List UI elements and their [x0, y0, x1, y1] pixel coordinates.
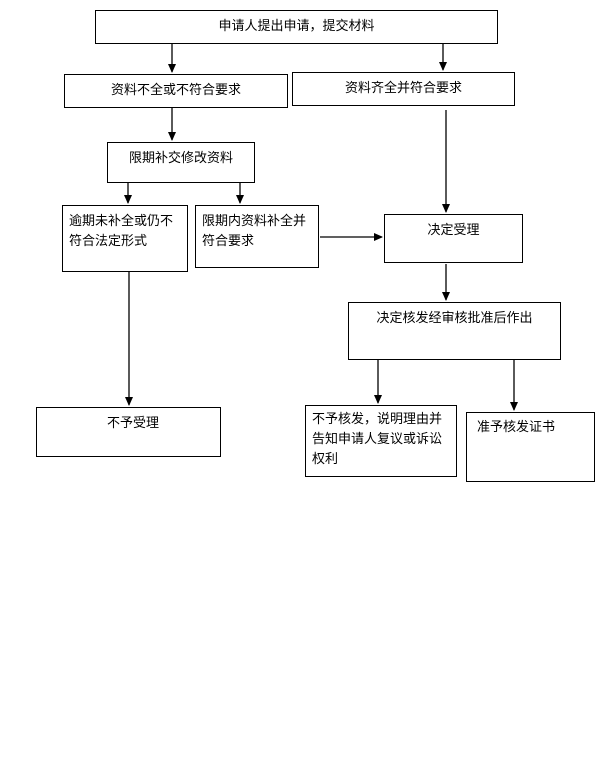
node-review-label: 决定核发经审核批准后作出	[376, 311, 533, 326]
node-apply: 申请人提出申请，提交材料	[95, 10, 498, 44]
node-approve-label: 准予核发证书	[477, 420, 556, 435]
node-overdue: 逾期未补全或仍不符合法定形式	[62, 205, 188, 272]
node-incomplete-label: 资料不全或不符合要求	[110, 83, 241, 98]
node-deny: 不予核发，说明理由并告知申请人复议或诉讼权利	[305, 405, 457, 477]
node-in-time-label: 限期内资料补全并符合要求	[202, 214, 307, 249]
node-approve: 准予核发证书	[466, 412, 595, 482]
node-complete: 资料齐全并符合要求	[292, 72, 515, 106]
node-in-time: 限期内资料补全并符合要求	[195, 205, 319, 268]
node-complete-label: 资料齐全并符合要求	[344, 81, 462, 96]
node-supplement: 限期补交修改资料	[107, 142, 255, 183]
node-overdue-label: 逾期未补全或仍不符合法定形式	[69, 214, 174, 249]
node-deny-label: 不予核发，说明理由并告知申请人复议或诉讼权利	[312, 412, 443, 467]
node-incomplete: 资料不全或不符合要求	[64, 74, 288, 108]
node-supplement-label: 限期补交修改资料	[128, 151, 233, 166]
node-review: 决定核发经审核批准后作出	[348, 302, 561, 360]
node-apply-label: 申请人提出申请，提交材料	[218, 19, 375, 34]
node-accept-label: 决定受理	[427, 223, 480, 238]
node-accept: 决定受理	[384, 214, 523, 263]
node-reject: 不予受理	[36, 407, 221, 457]
node-reject-label: 不予受理	[107, 416, 160, 431]
